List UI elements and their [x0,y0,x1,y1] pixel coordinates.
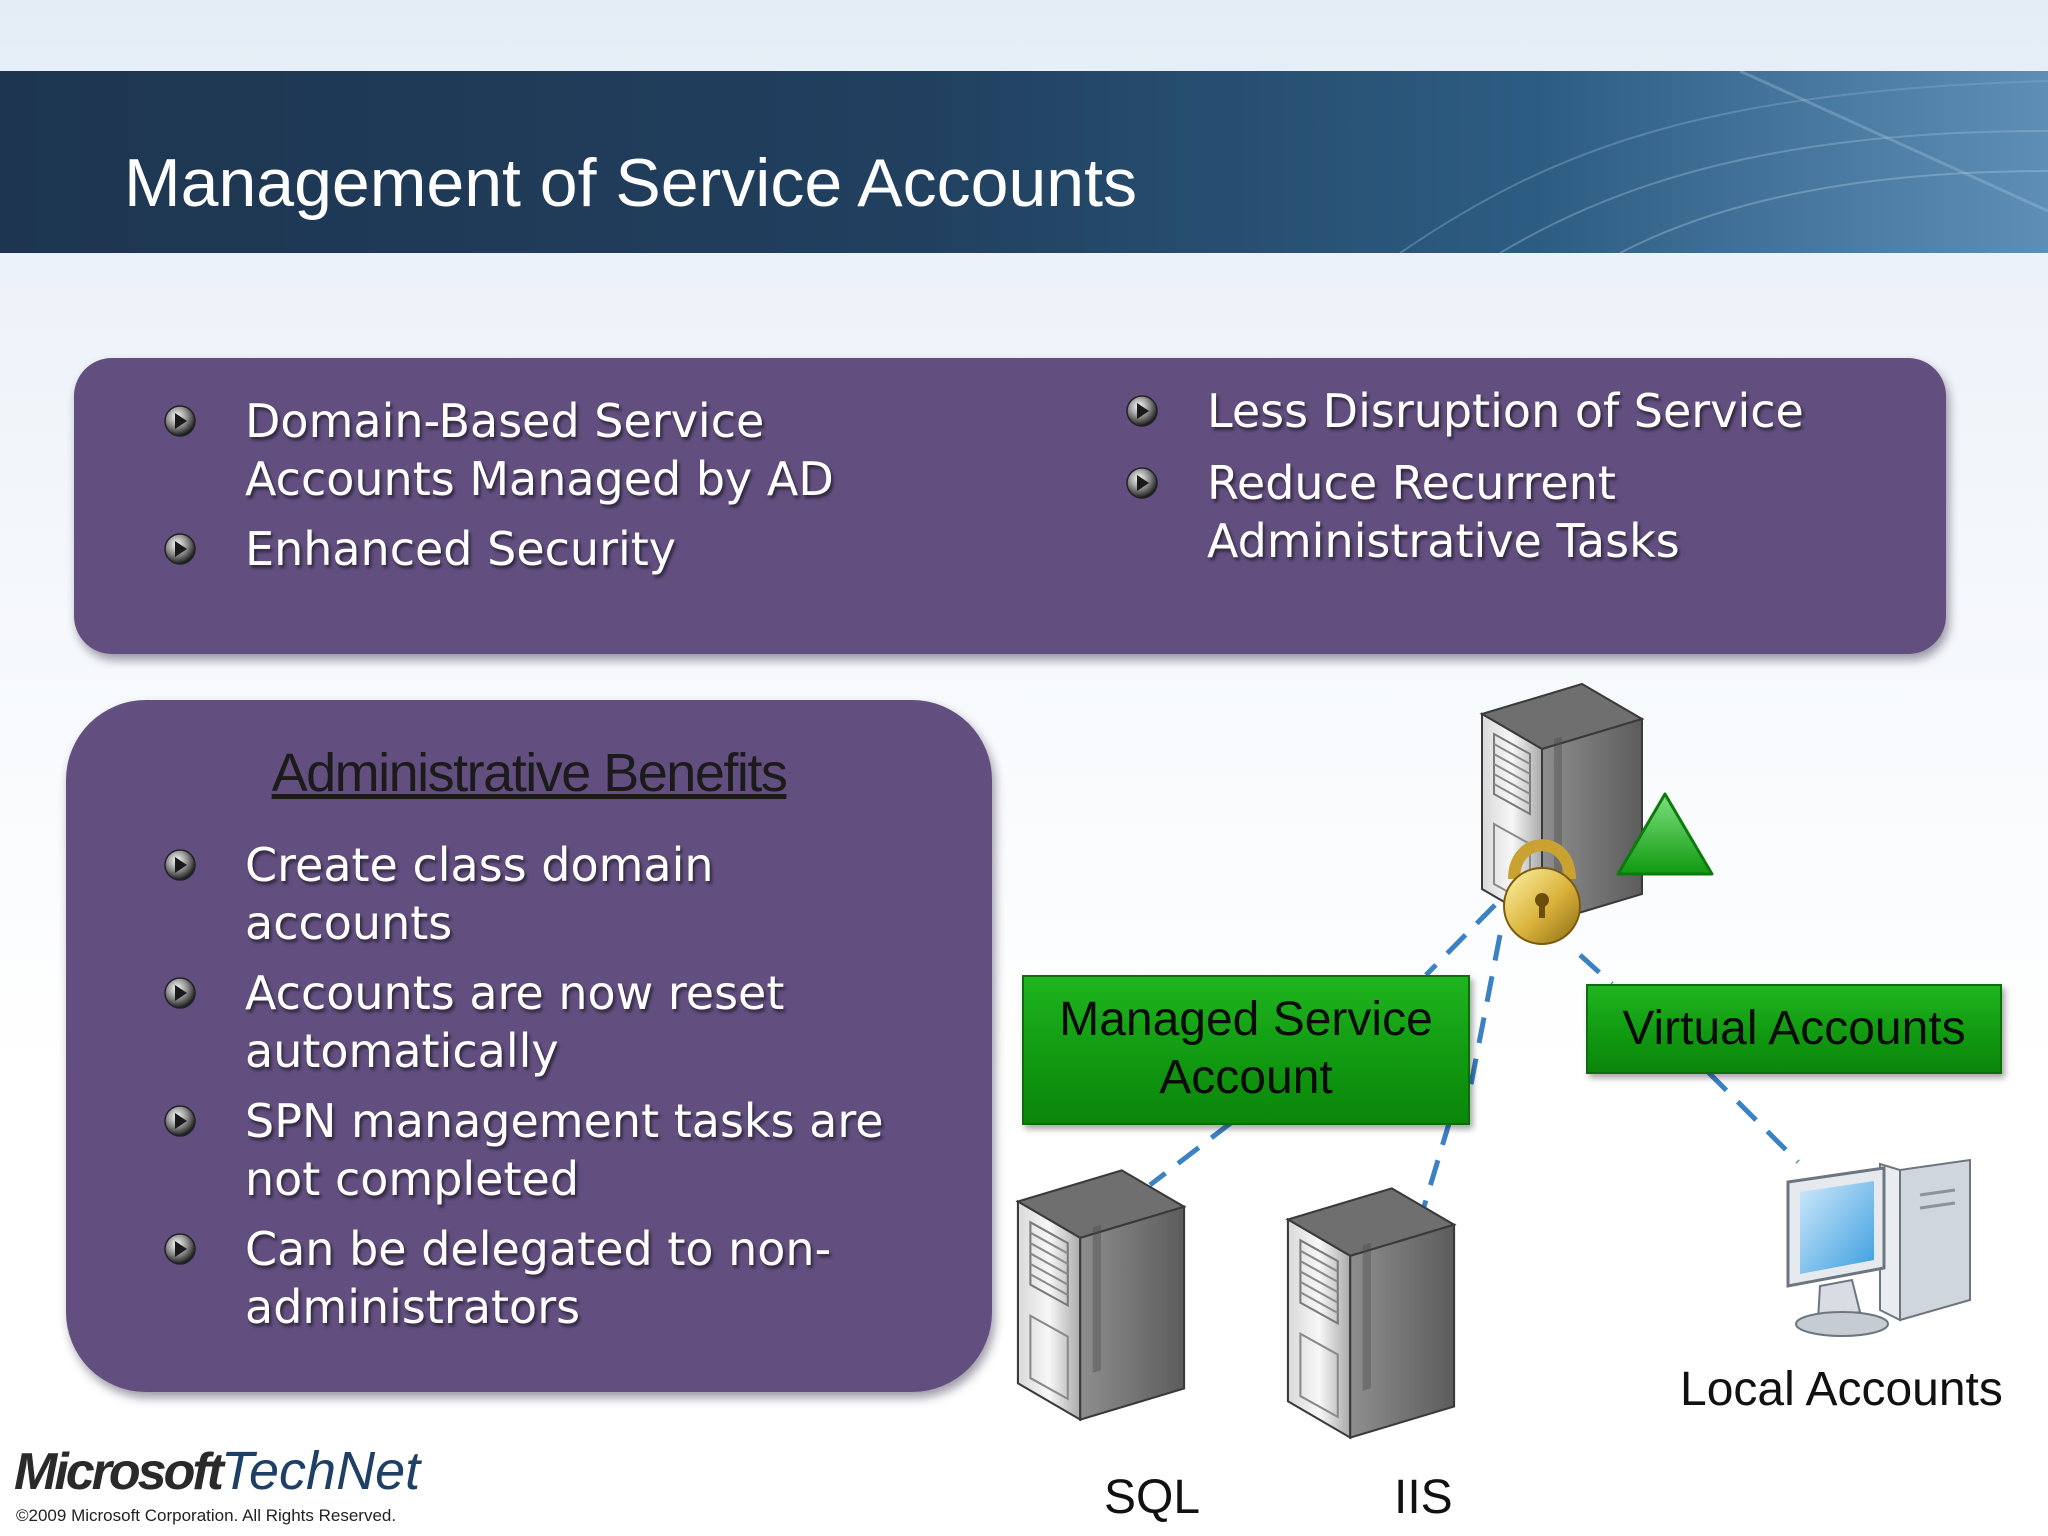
connector-msa-sql [1148,1120,1234,1187]
feature-item-domain-based: Domain-Based Service Accounts Managed by… [163,392,1043,508]
benefit-item: Create class domain accounts [163,836,963,952]
padlock-icon [1503,839,1581,945]
logo-technet: TechNet [221,1441,421,1501]
features-panel [74,358,1946,654]
feature-line: Domain-Based Service [245,394,765,448]
slide-title: Management of Service Accounts [124,145,1137,221]
connector-server-iis-upper [1465,934,1503,1101]
benefit-item: SPN management tasks are not completed [163,1092,963,1208]
banner-decoration [1399,71,2048,253]
logo-microsoft: Microsoft [14,1443,224,1501]
benefit-line: Accounts are now reset [245,966,785,1020]
feature-item-less-disruption: Less Disruption of Service [1125,382,1925,440]
feature-line: Reduce Recurrent [1207,456,1616,510]
benefit-line: administrators [245,1280,581,1334]
benefit-line: SPN management tasks are [245,1094,884,1148]
feature-line: Less Disruption of Service [1207,384,1804,438]
copyright-text: ©2009 Microsoft Corporation. All Rights … [16,1506,397,1525]
computer-icon [1786,1158,1971,1337]
feature-item-reduce-tasks: Reduce Recurrent Administrative Tasks [1125,454,1925,570]
connector-server-va [1578,953,1614,986]
managed-service-account-box: Managed Service Account [1022,975,1470,1125]
benefit-item: Accounts are now reset automatically [163,964,963,1080]
benefit-line: accounts [245,896,453,950]
msa-label-line2: Account [1159,1051,1333,1104]
local-accounts-label: Local Accounts [1680,1363,2003,1416]
warning-triangle-icon [1616,792,1714,876]
virtual-accounts-box: Virtual Accounts [1586,984,2002,1074]
admin-benefits-list: Create class domain accounts Accounts ar… [163,836,963,1348]
iis-server-icon [1286,1187,1456,1439]
connector-msa-iis [1420,1119,1453,1211]
benefit-line: not completed [245,1152,580,1206]
benefit-line: Create class domain [245,838,714,892]
benefit-line: automatically [245,1024,559,1078]
feature-line: Administrative Tasks [1207,514,1680,568]
virtual-accounts-label: Virtual Accounts [1622,1002,1966,1055]
admin-benefits-heading: Administrative Benefits [271,743,788,803]
sql-label: SQL [1104,1471,1201,1524]
msa-label-line1: Managed Service [1059,993,1433,1046]
connector-va-local [1706,1070,1800,1164]
sql-server-icon [1016,1169,1186,1421]
benefit-line: Can be delegated to non- [245,1222,832,1276]
feature-line: Accounts Managed by AD [245,452,834,506]
feature-line: Enhanced Security [245,522,677,576]
connector-server-msa [1424,903,1497,977]
title-banner: Management of Service Accounts [0,71,2048,253]
iis-label: IIS [1394,1471,1453,1524]
admin-benefits-panel [66,700,992,1392]
secure-server-icon [1481,683,1714,945]
feature-item-enhanced-security: Enhanced Security [163,520,1043,578]
microsoft-technet-logo: MicrosoftTechNet [14,1444,420,1498]
features-right-list: Less Disruption of Service Reduce Recurr… [1125,382,1925,584]
features-left-list: Domain-Based Service Accounts Managed by… [163,392,1043,590]
benefit-item: Can be delegated to non- administrators [163,1220,963,1336]
